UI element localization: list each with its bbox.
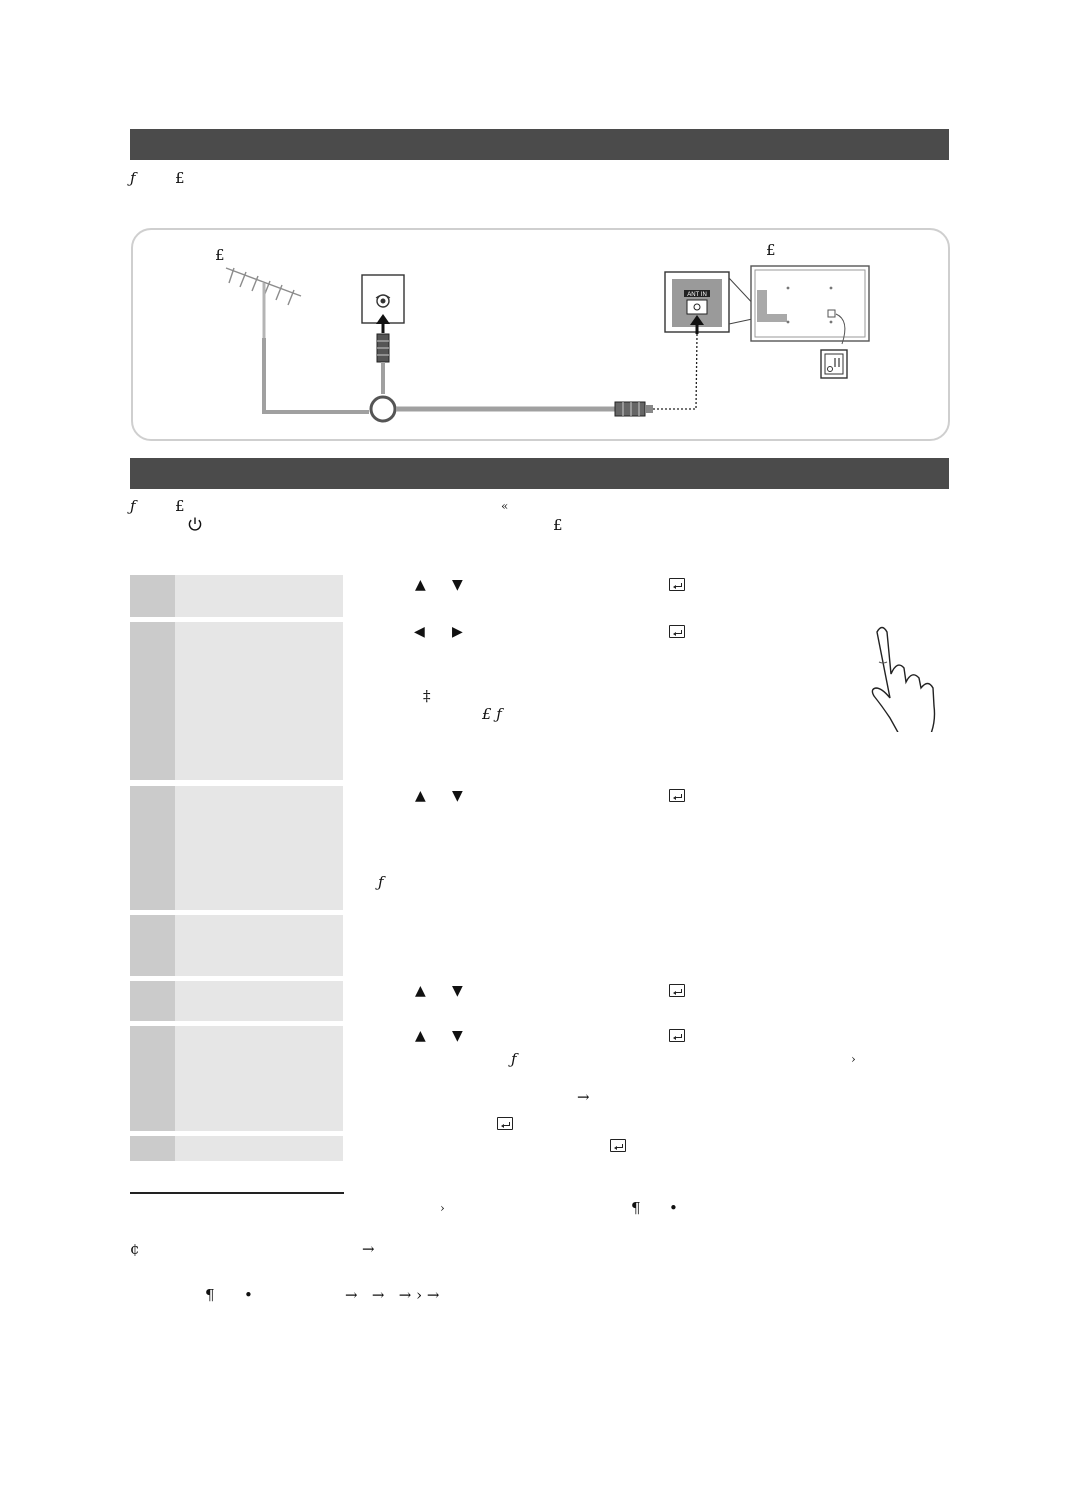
down-arrow-key: ▼ (452, 788, 463, 804)
up-arrow-key: ▲ (415, 788, 426, 804)
pilcrow-mark: ¶ (205, 1286, 215, 1304)
enter-icon (669, 625, 685, 638)
arrow-mark: → (362, 1240, 375, 1258)
tv-label: £ (766, 241, 776, 259)
step-body-cell (175, 622, 343, 780)
note-marker: ƒ (130, 169, 136, 187)
hand-pointer-icon (871, 626, 936, 732)
note-marker: ƒ (130, 497, 136, 515)
section-header-plug-play (130, 458, 949, 489)
antenna-icon (225, 267, 302, 338)
step-body-cell (175, 1136, 343, 1161)
right-arrow-key: ▶ (452, 624, 463, 640)
step-number-cell (130, 981, 175, 1021)
enter-icon (669, 789, 685, 802)
chevron-mark: › (440, 1201, 445, 1215)
note-marker: ƒ (378, 873, 384, 891)
enter-icon (669, 578, 685, 591)
up-arrow-key: ▲ (415, 1028, 426, 1044)
power-icon (188, 517, 202, 531)
cable-coil-icon (369, 395, 397, 423)
step-body-cell (175, 786, 343, 910)
enter-icon (497, 1117, 513, 1130)
note-symbol: £ (175, 169, 185, 187)
connection-illustration: ANT IN (225, 265, 870, 423)
bullet-mark: • (669, 1199, 678, 1217)
port-label: ANT IN (687, 292, 707, 298)
step-body-cell (175, 981, 343, 1021)
pilcrow-mark: ¶ (631, 1199, 641, 1217)
step-number-cell (130, 786, 175, 910)
step-number-cell (130, 1136, 175, 1161)
footnote-divider (130, 1192, 344, 1194)
step-number-cell (130, 915, 175, 976)
step-number-cell (130, 1026, 175, 1131)
down-arrow-key: ▼ (452, 983, 463, 999)
step-body-cell (175, 575, 343, 617)
step-number-cell (130, 622, 175, 780)
enter-icon (610, 1139, 626, 1152)
up-arrow-key: ▲ (415, 983, 426, 999)
up-arrow-key: ▲ (415, 577, 426, 593)
enter-icon (669, 1029, 685, 1042)
dagger-mark: ‡ (423, 687, 431, 705)
arrow-mark: → (577, 1088, 590, 1106)
left-arrow-key: ◀ (414, 624, 425, 640)
note-symbol: £ (553, 516, 563, 534)
chevron-mark: › (851, 1052, 856, 1066)
section-header-antenna (130, 129, 949, 160)
coax-plug-icon (376, 333, 390, 363)
tv-back-icon (750, 265, 870, 345)
step-body-cell (175, 1026, 343, 1131)
down-arrow-key: ▼ (452, 577, 463, 593)
down-arrow-key: ▼ (452, 1028, 463, 1044)
note-symbols: £ ƒ (482, 705, 502, 723)
antenna-label: £ (215, 246, 225, 264)
enter-icon (669, 984, 685, 997)
note-marker: ƒ (511, 1050, 517, 1068)
arrow-sequence: → → → › → (345, 1286, 440, 1304)
quote-mark: « (501, 499, 509, 513)
bullet-mark: • (244, 1286, 253, 1304)
note-symbol: £ (175, 497, 185, 515)
step-body-cell (175, 915, 343, 976)
cent-mark: ¢ (130, 1240, 140, 1258)
step-number-cell (130, 575, 175, 617)
coax-plug-icon (614, 401, 653, 417)
power-socket-icon (820, 349, 848, 379)
